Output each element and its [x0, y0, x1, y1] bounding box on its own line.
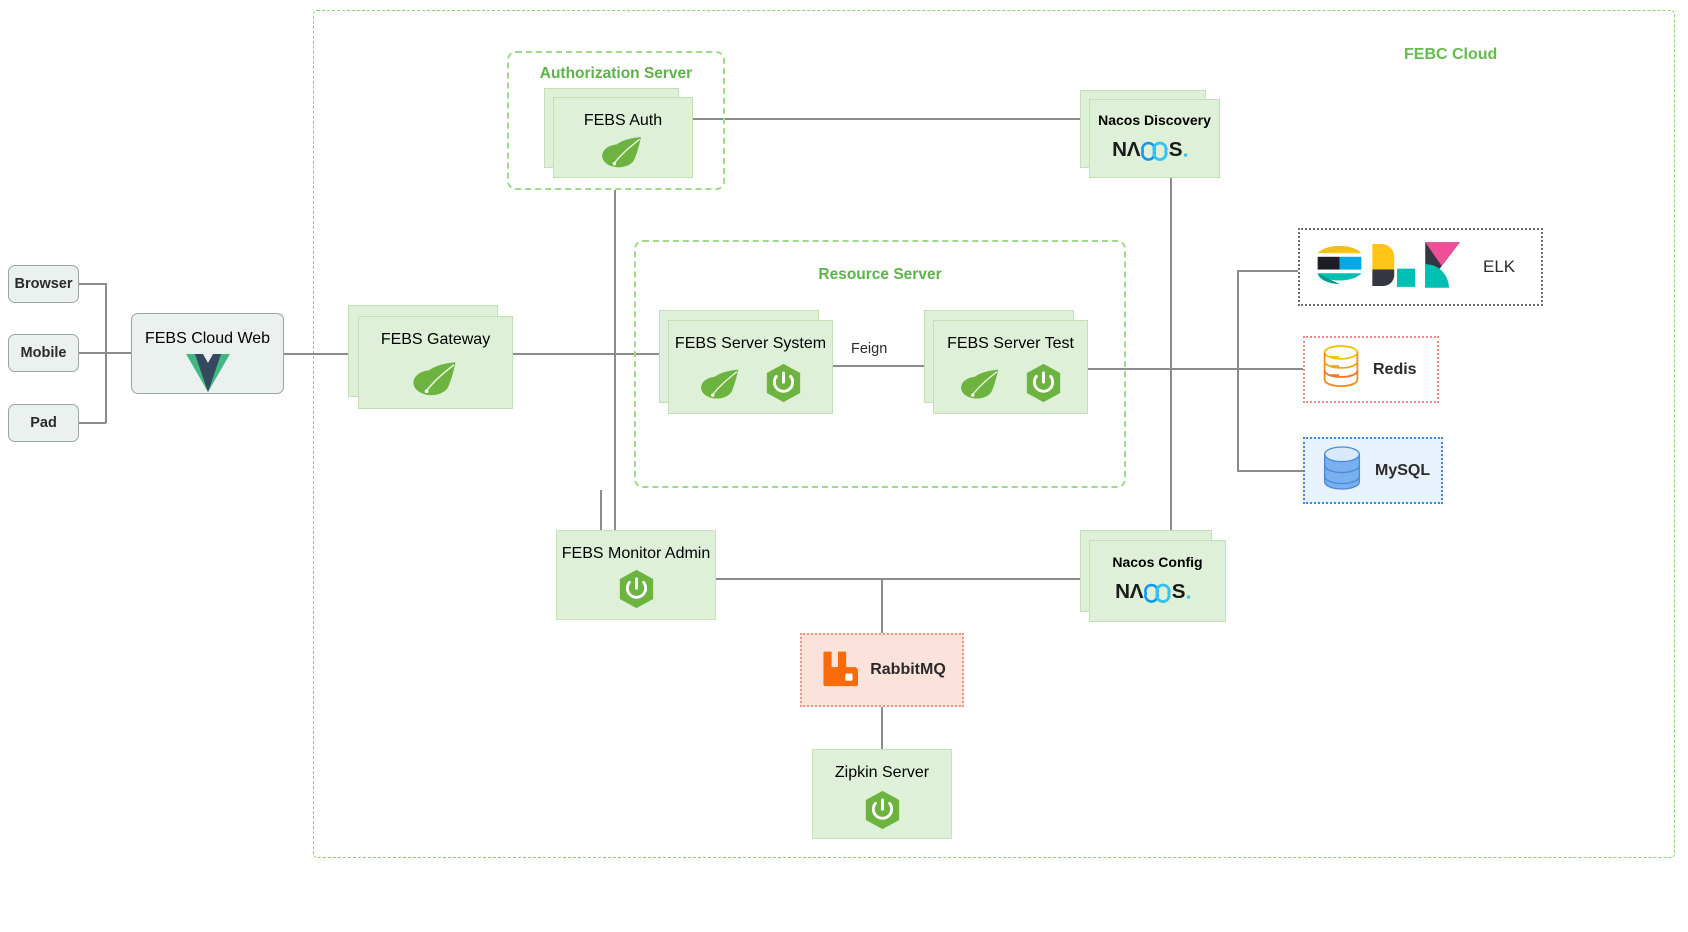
monitor-icons: [618, 569, 655, 614]
elk-logo: [1314, 238, 1469, 297]
spring-leaf-icon: [411, 359, 461, 402]
resource-server-group: Resource Server: [634, 240, 1126, 488]
wire-mobile: [78, 352, 133, 354]
auth-stack-front: FEBS Auth: [553, 97, 693, 178]
test-icons: [959, 363, 1062, 408]
svg-text:N: N: [1115, 580, 1130, 603]
mysql-cylinder-icon: [1321, 445, 1363, 496]
svg-text:N: N: [1112, 138, 1127, 161]
vue-logo: [185, 354, 230, 397]
redis-label: Redis: [1373, 360, 1417, 378]
wire-infra-mysql: [1237, 470, 1303, 472]
febs-monitor-admin-node[interactable]: FEBS Monitor Admin: [556, 530, 716, 620]
client-mobile-label: Mobile: [20, 345, 67, 361]
zipkin-server-node[interactable]: Zipkin Server: [812, 749, 952, 839]
feign-edge-label: Feign: [851, 341, 888, 357]
spring-boot-icon: [618, 569, 655, 614]
client-browser-label: Browser: [14, 276, 73, 292]
nacos-discovery-label: Nacos Discovery: [1098, 112, 1211, 128]
wire-browser: [78, 283, 106, 285]
wire-infra-elk: [1237, 270, 1298, 272]
febs-server-test-node[interactable]: FEBS Server Test: [924, 310, 1089, 415]
svg-text:S: S: [1171, 580, 1185, 603]
wire-monitor-up: [600, 490, 602, 530]
spring-boot-icon: [1025, 363, 1062, 408]
client-mobile[interactable]: Mobile: [8, 334, 79, 372]
authorization-server-group: Authorization Server: [507, 51, 725, 190]
febs-auth-node[interactable]: FEBS Auth: [544, 88, 694, 178]
svg-text:Λ: Λ: [1126, 138, 1140, 161]
wire-gateway-system: [513, 353, 663, 355]
gateway-icons: [411, 359, 461, 402]
nacos-config-front: Nacos Config N Λ S: [1089, 540, 1226, 622]
svg-text:S: S: [1168, 138, 1182, 161]
febs-server-system-label: FEBS Server System: [674, 335, 827, 352]
wire-rabbit-up: [881, 578, 883, 633]
redis-node[interactable]: Redis: [1303, 336, 1439, 403]
wire-nacos-vertical: [1170, 178, 1172, 530]
client-browser[interactable]: Browser: [8, 265, 79, 303]
spring-leaf-icon: [959, 367, 1003, 405]
nacos-discovery-front: Nacos Discovery N Λ S: [1089, 99, 1220, 178]
wire-pad: [78, 422, 106, 424]
wire-test-infra: [1086, 368, 1238, 370]
authorization-server-label: Authorization Server: [539, 65, 693, 82]
test-stack-front: FEBS Server Test: [933, 320, 1088, 414]
system-stack-front: FEBS Server System: [668, 320, 833, 414]
febc-cloud-boundary: [313, 10, 1675, 858]
spring-boot-icon: [864, 790, 901, 835]
rabbitmq-icon: [818, 648, 859, 693]
rabbitmq-label: RabbitMQ: [870, 661, 946, 678]
febs-server-system-node[interactable]: FEBS Server System: [659, 310, 834, 415]
wire-auth-down: [614, 190, 616, 563]
febs-gateway-label: FEBS Gateway: [380, 331, 491, 348]
febs-server-test-label: FEBS Server Test: [947, 335, 1074, 352]
nacos-discovery-node[interactable]: Nacos Discovery N Λ S: [1080, 90, 1220, 178]
redis-cylinder-icon: [1321, 344, 1361, 395]
mysql-node[interactable]: MySQL: [1303, 437, 1443, 504]
zipkin-icons: [864, 790, 901, 835]
febs-cloud-web-label: FEBS Cloud Web: [144, 330, 271, 347]
nacos-config-label: Nacos Config: [1112, 554, 1203, 570]
febc-cloud-label: FEBC Cloud: [1404, 46, 1498, 63]
wire-rabbit-zipkin: [881, 707, 883, 749]
febs-monitor-admin-label: FEBS Monitor Admin: [561, 545, 711, 562]
wire-infra-bus: [1237, 270, 1239, 470]
client-pad[interactable]: Pad: [8, 404, 79, 442]
gateway-stack-front: FEBS Gateway: [358, 316, 513, 409]
elk-node[interactable]: ELK: [1298, 228, 1543, 306]
wire-auth-nacos: [686, 118, 1081, 120]
nacos-logo: N Λ S: [1112, 136, 1198, 167]
nacos-config-node[interactable]: Nacos Config N Λ S: [1080, 530, 1226, 622]
febs-auth-label: FEBS Auth: [583, 112, 663, 129]
system-icons: [699, 363, 802, 408]
nacos-logo: N Λ S: [1115, 578, 1201, 609]
wire-monitor-nacosconfig: [716, 578, 1082, 580]
auth-icons: [600, 134, 646, 174]
client-pad-label: Pad: [30, 415, 57, 431]
spring-boot-icon: [765, 363, 802, 408]
zipkin-server-label: Zipkin Server: [834, 764, 930, 781]
elk-label: ELK: [1483, 257, 1516, 276]
febs-cloud-web-node[interactable]: FEBS Cloud Web: [131, 313, 284, 394]
rabbitmq-node[interactable]: RabbitMQ: [800, 633, 964, 707]
svg-text:Λ: Λ: [1129, 580, 1143, 603]
wire-feign: [820, 365, 924, 367]
spring-leaf-icon: [600, 134, 646, 174]
spring-leaf-icon: [699, 367, 743, 405]
wire-infra-redis: [1237, 368, 1303, 370]
mysql-label: MySQL: [1375, 461, 1431, 479]
wire-web-gateway: [284, 353, 348, 355]
resource-server-label: Resource Server: [818, 266, 942, 283]
febs-gateway-node[interactable]: FEBS Gateway: [348, 305, 514, 410]
